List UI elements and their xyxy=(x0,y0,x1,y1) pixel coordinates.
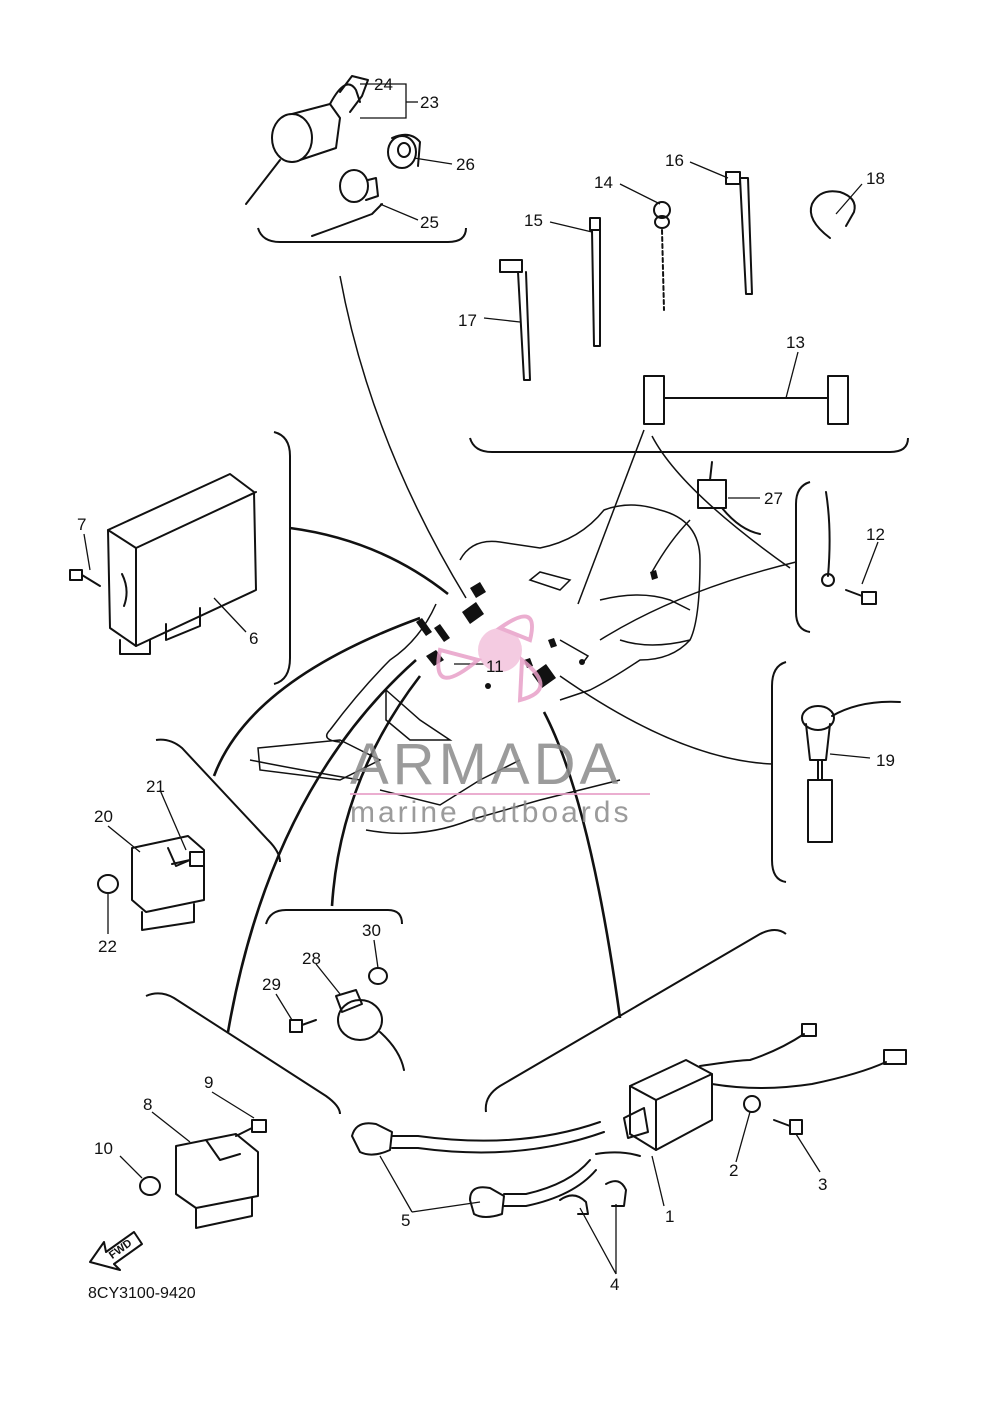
part-sensor-28 xyxy=(335,989,405,1071)
callout-19: 19 xyxy=(876,751,895,770)
part-main-switch xyxy=(245,75,369,205)
part-screw-3 xyxy=(773,1119,803,1135)
part-bolt-21 xyxy=(171,851,205,867)
part-clip-18 xyxy=(809,190,856,239)
fwd-label: FWD xyxy=(107,1237,134,1261)
part-eyelet-2 xyxy=(743,1095,761,1113)
callout-2: 2 xyxy=(729,1161,738,1180)
part-knob-26 xyxy=(387,133,421,169)
callout-6: 6 xyxy=(249,629,258,648)
callout-18: 18 xyxy=(866,169,885,188)
callout-30: 30 xyxy=(362,921,381,940)
watermark: ARMADA marine outboards xyxy=(350,614,650,829)
part-tie-17 xyxy=(499,259,531,381)
callout-15: 15 xyxy=(524,211,543,230)
callout-1: 1 xyxy=(665,1207,674,1226)
part-bolt-29 xyxy=(289,1019,317,1033)
part-tie-16 xyxy=(725,171,753,295)
part-bolt-7 xyxy=(69,569,101,587)
callout-22: 22 xyxy=(98,937,117,956)
callout-28: 28 xyxy=(302,949,321,968)
callout-23: 23 xyxy=(420,93,439,112)
part-ignition-coil-1 xyxy=(623,1023,907,1151)
callout-16: 16 xyxy=(665,151,684,170)
connector-lines xyxy=(212,275,797,1033)
part-plug-caps-5 xyxy=(351,1121,641,1218)
callout-13: 13 xyxy=(786,333,805,352)
part-tie-15 xyxy=(589,217,601,347)
callout-29: 29 xyxy=(262,975,281,994)
fwd-arrow-icon: FWD xyxy=(89,1231,143,1271)
part-rectifier-20 xyxy=(131,835,205,931)
part-nut-22 xyxy=(97,874,119,894)
callout-24: 24 xyxy=(374,75,393,94)
part-switch-25 xyxy=(311,169,383,237)
part-sensor-19 xyxy=(801,700,901,843)
callout-7: 7 xyxy=(77,515,86,534)
main-harness-outline xyxy=(249,504,701,835)
callout-14: 14 xyxy=(594,173,613,192)
callout-25: 25 xyxy=(420,213,439,232)
callout-5: 5 xyxy=(401,1211,410,1230)
leader-lines xyxy=(83,83,879,1275)
part-relay-8 xyxy=(175,1133,259,1229)
part-nut-10 xyxy=(139,1176,161,1196)
callout-4: 4 xyxy=(610,1275,619,1294)
part-clamps-4 xyxy=(559,1180,627,1215)
callout-10: 10 xyxy=(94,1139,113,1158)
callout-26: 26 xyxy=(456,155,475,174)
propeller-logo-icon xyxy=(436,614,543,703)
group-brackets xyxy=(145,227,909,1115)
callout-17: 17 xyxy=(458,311,477,330)
callout-12: 12 xyxy=(866,525,885,544)
part-switch-27 xyxy=(697,461,761,535)
part-nut-30 xyxy=(368,967,388,985)
part-ground-12 xyxy=(821,491,877,605)
callout-11: 11 xyxy=(486,657,504,676)
callout-20: 20 xyxy=(94,807,113,826)
callout-9: 9 xyxy=(204,1073,213,1092)
part-code: 8CY3100-9420 xyxy=(88,1285,196,1302)
watermark-tagline: marine outboards xyxy=(350,796,631,829)
callout-8: 8 xyxy=(143,1095,152,1114)
part-cdi-unit-6 xyxy=(107,473,257,655)
watermark-brand: ARMADA xyxy=(350,732,622,797)
part-chain-14 xyxy=(653,201,671,311)
callout-21: 21 xyxy=(146,777,165,796)
part-lead-13 xyxy=(643,375,849,425)
callout-labels: 1 2 3 4 5 6 7 8 9 10 11 12 13 14 15 16 1… xyxy=(77,75,895,1294)
part-bolt-9 xyxy=(235,1119,267,1137)
callout-3: 3 xyxy=(818,1175,827,1194)
callout-27: 27 xyxy=(764,489,783,508)
